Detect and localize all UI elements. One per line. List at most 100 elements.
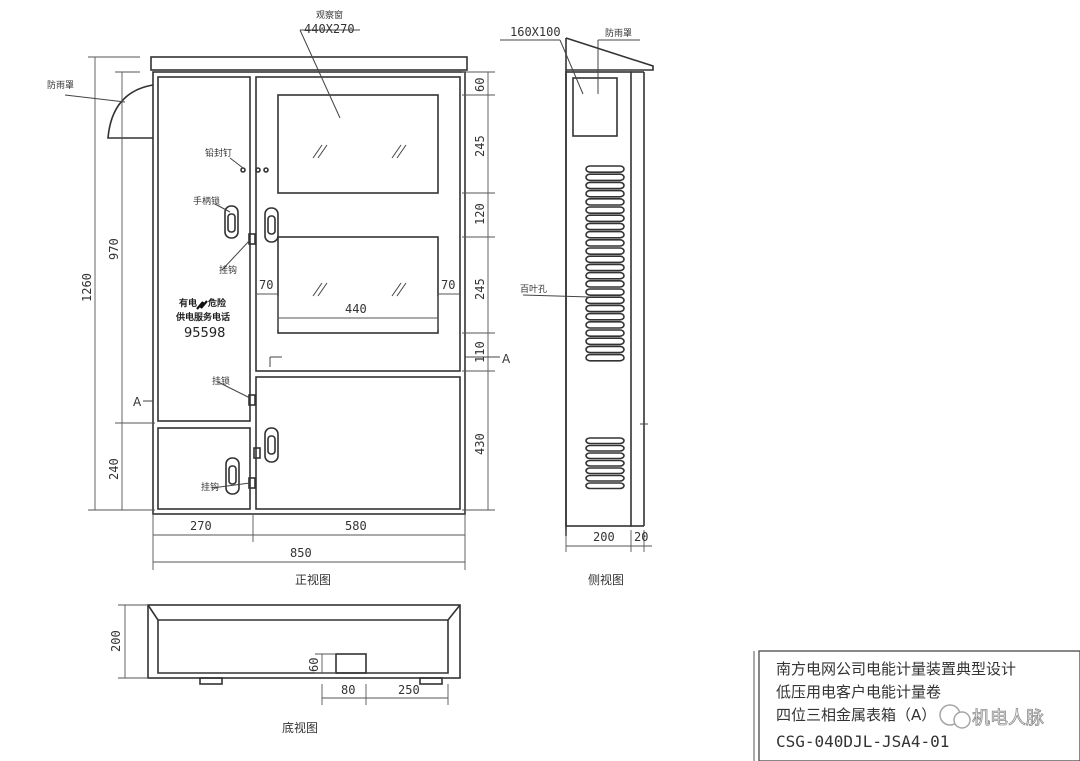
dim-270: 270 [190,519,212,533]
bottom-inner [157,619,449,674]
front-view [64,29,500,570]
side-dim-lines [565,530,652,552]
warning-text-a: 有电 [179,297,197,309]
rain-hood-shape [107,84,154,139]
section-a-marks [143,356,500,402]
dim-430: 430 [473,433,487,455]
window-lower [277,236,439,334]
dim-70-left: 70 [259,278,273,292]
louver-slot [585,437,625,445]
dim-60: 60 [473,78,487,92]
dim-580: 580 [345,519,367,533]
louver-slot [585,255,625,264]
title-block [753,650,1080,761]
lightning-icon [196,300,208,310]
bottom-dim-lines-2 [118,604,449,705]
louver-slot [585,214,625,223]
side-view [500,37,654,552]
dim-110: 110 [473,341,487,363]
louver-slot [585,230,625,239]
watermark-text: 机电人脉 [972,708,1044,729]
window-label: 观察窗 [316,9,343,21]
rain-hood-label: 防雨罩 [47,79,74,91]
louver-slot [585,173,625,182]
seal-nail-icons [240,167,269,173]
window-size-label: 440X270 [304,22,355,36]
dim-70-right: 70 [441,278,455,292]
roof-canopy [150,56,468,71]
louver-slot [585,271,625,280]
side-dim-200: 200 [593,530,615,544]
title-line-2: 低压用电客户电能计量卷 [776,683,941,701]
inner-dim-lines [256,293,460,330]
louver-slot [585,198,625,206]
latch-label: 挂锁 [212,375,230,387]
louver-slot [585,444,625,452]
louver-slot [585,181,625,190]
louver-slot [585,329,625,337]
bottom-view-title: 底视图 [282,720,318,735]
right-upper-door [255,76,461,372]
side-roof [565,37,654,71]
side-rain-hood-label: 防雨罩 [605,27,632,39]
bottom-hole [335,653,367,674]
wechat-watermark: 机电人脉 [939,704,1044,729]
bottom-dim-80: 80 [341,683,355,697]
service-line-label: 供电服务电话 [175,311,230,323]
left-upper-door [157,76,251,422]
louver-slot [585,263,625,272]
foot-left [199,677,223,685]
louver-slot [585,288,625,296]
right-dim-lines [462,71,495,511]
bottom-dim-lines [152,515,466,570]
dim-440: 440 [345,302,367,316]
section-mark-left: A [133,395,142,409]
title-line-4: CSG-040DJL-JSA4-01 [776,732,949,751]
warning-text-b: 危险 [207,297,227,309]
dim-850: 850 [290,546,312,560]
louver-slot [585,222,625,231]
bottom-outline [147,604,461,679]
leader-lines [64,29,360,489]
louver-slot [585,467,625,475]
side-leaders [500,39,648,425]
dim-245b: 245 [473,278,487,300]
seal-nail-label: 铅封钉 [205,147,232,159]
louver-slot [585,452,625,460]
louver-slot [585,353,625,362]
louver-slot [585,279,625,288]
bottom-dim-60: 60 [307,658,321,672]
bottom-view [118,604,461,705]
louver-slot [585,304,625,313]
louver-slot [585,165,625,173]
louver-slot [585,482,625,490]
side-dim-20: 20 [634,530,648,544]
louver-slot [585,474,625,482]
foot-right [419,677,443,685]
louver-slot [585,206,625,214]
side-window [572,77,618,137]
phone-number: 95598 [184,326,225,341]
side-view-title: 侧视图 [588,572,624,587]
louver-slot [585,239,625,247]
louver-slot [585,345,625,354]
right-lower-door [255,376,461,510]
side-window-size: 160X100 [510,25,561,39]
dim-240: 240 [107,458,121,480]
louver-slot [585,312,625,321]
section-mark-right: A [502,352,511,366]
front-view-title: 正视图 [295,572,331,587]
hinge-label: 挂钩 [219,264,237,276]
louver-slot [585,320,625,329]
left-lower-door [157,427,251,510]
glass-hatch [312,144,407,297]
louver-slot [585,247,625,255]
dim-1260: 1260 [80,273,94,302]
louver-label: 百叶孔 [520,284,547,295]
bottom-dim-250: 250 [398,683,420,697]
louver-group [585,165,625,490]
louver-slot [585,296,625,305]
window-upper [277,94,439,194]
title-line-3: 四位三相金属表箱（A） [776,706,936,724]
